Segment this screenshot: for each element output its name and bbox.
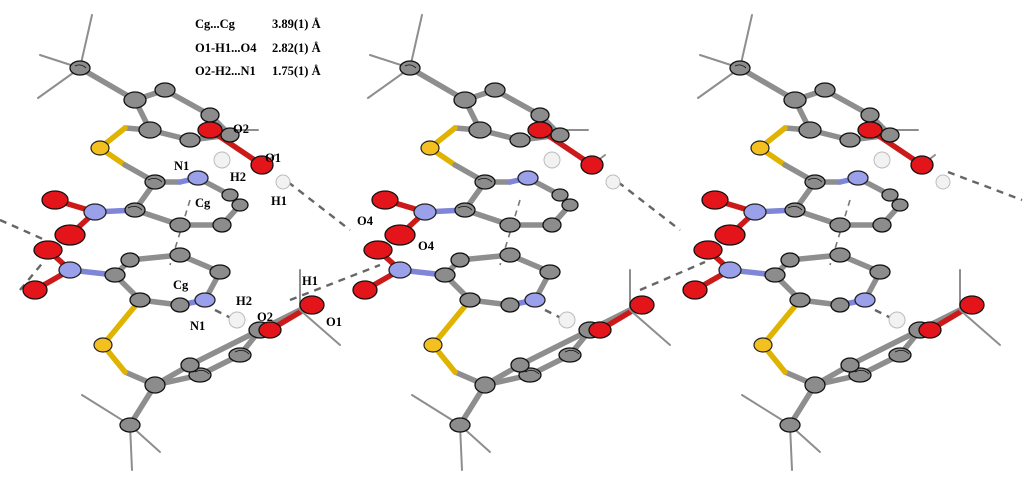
- label-o1-top: O1: [265, 151, 281, 165]
- molecule-pair-left: [0, 15, 351, 470]
- legend-value-o1h1o4: 2.82(1) Å: [272, 41, 321, 55]
- molecule-pair-right: [639, 15, 1023, 470]
- molecule-bottom-right: [683, 241, 1000, 470]
- label-o4-left: O4: [357, 214, 374, 228]
- legend-name-cgcg: Cg...Cg: [195, 17, 236, 31]
- label-o4-right: O4: [418, 239, 435, 253]
- atom-labels: O2 N1 O1 H2 Cg H1 O4 O4 H1 Cg H2 O2 N1 O…: [173, 122, 435, 333]
- label-h2-bottom: H2: [236, 294, 252, 308]
- legend-value-cgcg: 3.89(1) Å: [272, 17, 321, 31]
- label-o2-bottom: O2: [257, 310, 273, 324]
- label-n1-top: N1: [174, 159, 189, 173]
- legend-value-o2h2n1: 1.75(1) Å: [272, 64, 321, 78]
- label-h1-bottom: H1: [302, 274, 318, 288]
- molecule-bottom-middle: [353, 241, 670, 470]
- legend: Cg...Cg 3.89(1) Å O1-H1...O4 2.82(1) Å O…: [195, 17, 321, 78]
- label-h2-top: H2: [230, 170, 246, 184]
- molecule-bottom-left: [23, 241, 340, 470]
- label-o1-bottom: O1: [326, 315, 342, 329]
- label-n1-bottom: N1: [190, 319, 205, 333]
- molecule-pair-middle: [289, 15, 681, 470]
- label-o2-top: O2: [233, 122, 249, 136]
- legend-name-o1h1o4: O1-H1...O4: [195, 41, 257, 55]
- label-cg-top: Cg: [195, 196, 211, 210]
- molecule-top-middle: [368, 15, 620, 245]
- legend-name-o2h2n1: O2-H2...N1: [195, 64, 256, 78]
- molecule-top-right: [698, 15, 950, 245]
- label-cg-bottom: Cg: [173, 278, 189, 292]
- label-h1-top: H1: [271, 194, 287, 208]
